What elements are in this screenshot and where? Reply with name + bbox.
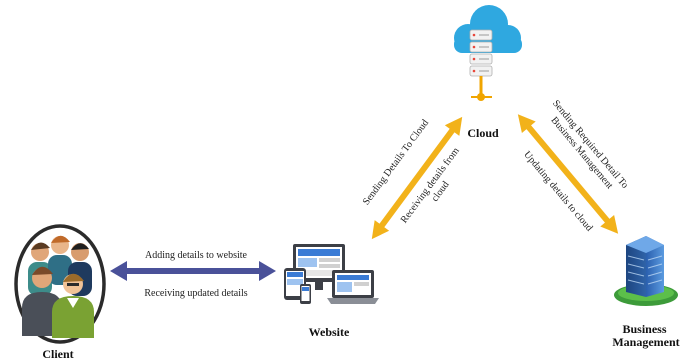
- client-node: Client: [14, 224, 106, 361]
- double-arrow-icon: [110, 261, 276, 281]
- website-node: Website: [284, 244, 379, 339]
- website-label: Website: [309, 325, 350, 339]
- devices-icon: [284, 244, 379, 304]
- business-node: Business Management: [612, 236, 680, 349]
- double-arrow-icon: [371, 116, 463, 240]
- client-website-connector: Adding details to website Receiving upda…: [110, 250, 276, 299]
- business-label: Business Management: [612, 322, 679, 349]
- cloud-label: Cloud: [467, 126, 499, 140]
- office-building-icon: [614, 236, 678, 306]
- cloud-node: Cloud: [454, 5, 522, 140]
- people-group-icon: [14, 224, 106, 344]
- edge-label-adding-details: Adding details to website: [145, 250, 247, 261]
- client-label: Client: [42, 347, 73, 361]
- double-arrow-icon: [517, 114, 619, 234]
- cloud-server-icon: [454, 5, 522, 101]
- website-cloud-connector: Sending Details To Cloud Receiving detai…: [361, 116, 463, 240]
- edge-label-receiving-updated: Receiving updated details: [144, 288, 247, 299]
- cloud-business-connector: Sending Required Detail To Business Mana…: [517, 98, 630, 234]
